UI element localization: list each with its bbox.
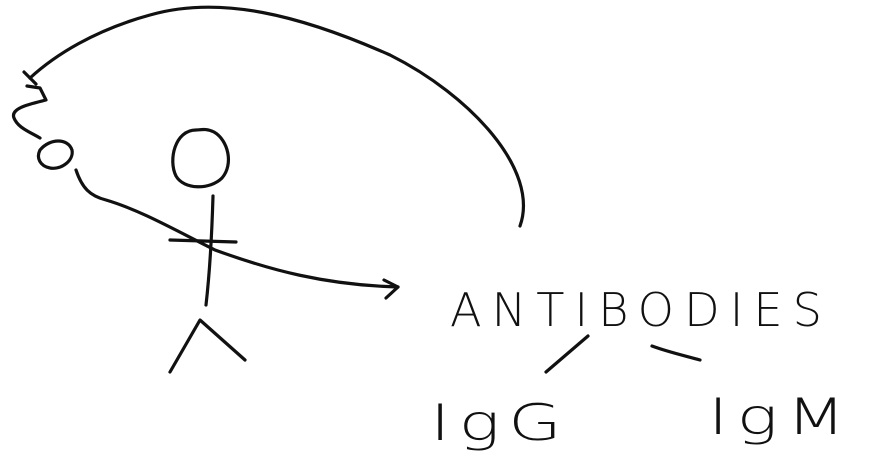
arrow-head [384,280,398,298]
igm-label: IgM [708,388,854,446]
arrow-to-antibodies [76,170,398,287]
antibodies-label: ANTIBODIES [450,283,832,337]
branch-left [546,336,588,372]
igg-label: IgG [430,394,570,452]
pathogen-blob [38,141,72,168]
top-loop-arrow [30,7,523,226]
left-squiggle [13,72,46,138]
branch-right [652,346,700,360]
figure-head [173,130,229,187]
figure-legs [170,320,245,372]
figure-arms [170,240,236,242]
figure-body [206,196,213,305]
stick-figure [170,130,245,373]
